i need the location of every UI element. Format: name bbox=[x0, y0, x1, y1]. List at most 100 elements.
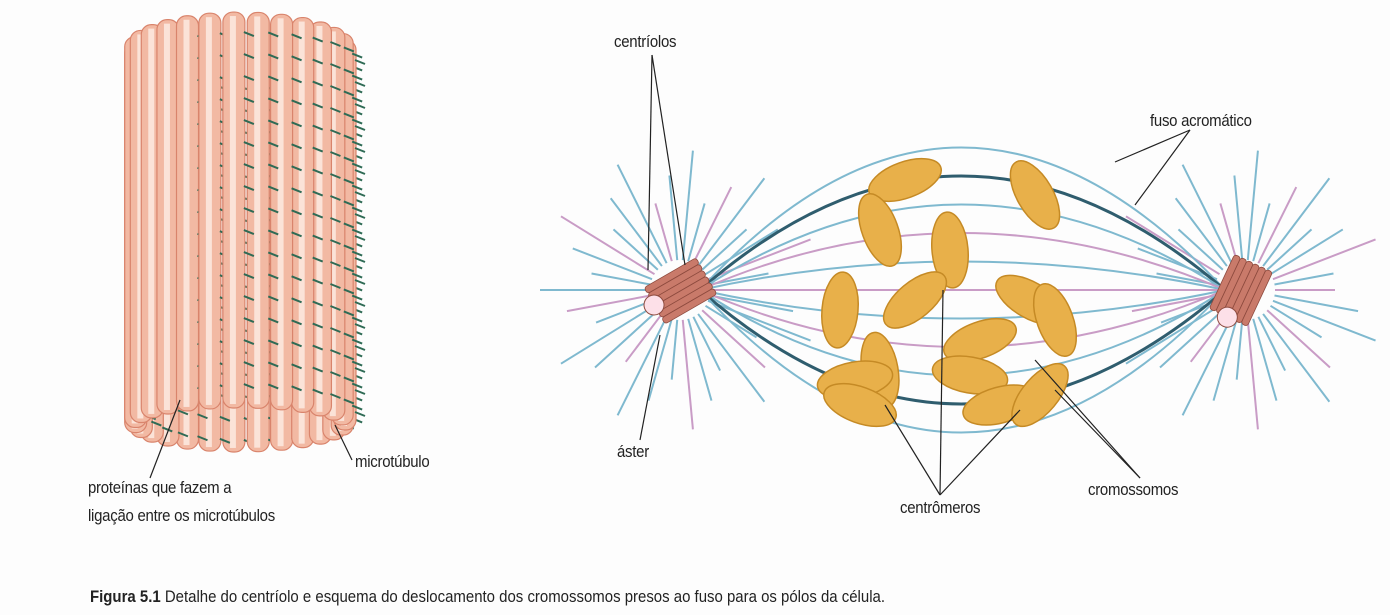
protein-link bbox=[267, 141, 279, 148]
leader-chromosome-2 bbox=[1054, 389, 1141, 479]
label-leader-lines bbox=[149, 54, 1191, 496]
protein-link bbox=[243, 295, 255, 301]
aster-ray bbox=[681, 150, 694, 261]
protein-link bbox=[243, 141, 255, 147]
protein-link bbox=[351, 162, 363, 169]
figure-number: Figura 5.1 bbox=[90, 587, 161, 606]
aster-ray bbox=[1177, 228, 1224, 271]
aster-ray bbox=[668, 175, 679, 261]
label-spindle: fuso acromático bbox=[1150, 111, 1252, 130]
protein-link bbox=[343, 178, 355, 185]
aster-ray bbox=[692, 316, 722, 372]
microtubule-highlight bbox=[148, 28, 155, 414]
leader-spindle-2 bbox=[1134, 129, 1191, 206]
aster-ray bbox=[1235, 319, 1244, 380]
label-proteins-line2: ligação entre os microtúbulos bbox=[88, 506, 275, 525]
protein-link bbox=[330, 151, 341, 157]
label-microtubule: microtúbulo bbox=[355, 452, 430, 471]
aster-ray bbox=[1125, 304, 1221, 365]
protein-link bbox=[219, 437, 231, 444]
aster-ray bbox=[609, 197, 663, 267]
protein-link bbox=[354, 279, 366, 285]
aster-ray bbox=[616, 316, 668, 416]
protein-link bbox=[177, 409, 189, 416]
protein-link bbox=[330, 195, 341, 201]
protein-link bbox=[343, 288, 355, 295]
centriole-small bbox=[643, 258, 717, 324]
protein-link bbox=[291, 341, 302, 348]
protein-link bbox=[219, 415, 231, 422]
microtubule-highlight bbox=[205, 17, 212, 405]
leader-chromosome-1 bbox=[1034, 359, 1141, 479]
protein-link bbox=[351, 140, 363, 147]
chromosome bbox=[1032, 283, 1078, 357]
protein-link bbox=[354, 411, 366, 417]
chromosome bbox=[857, 193, 903, 267]
label-aster: áster bbox=[617, 442, 649, 461]
protein-link bbox=[312, 366, 324, 373]
chromosome bbox=[821, 271, 859, 349]
protein-link bbox=[351, 74, 363, 81]
aster-ray bbox=[707, 299, 811, 342]
protein-link bbox=[267, 317, 279, 324]
aster-ray bbox=[1262, 313, 1331, 403]
protein-link bbox=[291, 363, 302, 370]
aster-ray bbox=[681, 319, 694, 430]
aster-ray bbox=[1174, 197, 1228, 267]
spindle-fiber bbox=[699, 288, 1226, 406]
protein-link bbox=[243, 339, 255, 345]
aster-ray bbox=[670, 319, 679, 380]
protein-link bbox=[291, 55, 302, 62]
protein-link bbox=[267, 383, 279, 390]
chromosome bbox=[1009, 160, 1061, 230]
protein-link bbox=[330, 371, 341, 377]
protein-link bbox=[243, 251, 255, 257]
protein-link bbox=[343, 266, 355, 273]
aster-ray bbox=[612, 228, 659, 271]
centriole-end bbox=[643, 294, 665, 316]
protein-link bbox=[351, 338, 363, 345]
aster-ray bbox=[1257, 186, 1298, 264]
protein-link bbox=[267, 251, 279, 258]
protein-link bbox=[343, 200, 355, 207]
protein-link bbox=[267, 31, 279, 38]
protein-link bbox=[291, 253, 302, 260]
protein-link bbox=[330, 305, 341, 311]
protein-link bbox=[330, 107, 341, 113]
protein-link bbox=[351, 294, 363, 301]
aster-ray bbox=[1233, 175, 1244, 261]
protein-link bbox=[330, 261, 341, 267]
protein-link bbox=[343, 398, 355, 405]
centriole-tube bbox=[662, 288, 717, 324]
protein-link bbox=[291, 319, 302, 326]
protein-link bbox=[312, 344, 324, 351]
leader-centrioles-2 bbox=[651, 54, 686, 266]
aster-ray bbox=[704, 228, 779, 276]
centriole-end bbox=[1216, 306, 1238, 328]
label-chromosomes: cromossomos bbox=[1088, 480, 1179, 499]
protein-link bbox=[243, 53, 255, 59]
protein-link bbox=[354, 389, 366, 395]
spindle-fiber bbox=[699, 146, 1226, 291]
protein-link bbox=[312, 256, 324, 263]
aster-ray bbox=[697, 313, 766, 403]
aster-ray bbox=[1181, 316, 1233, 416]
leader-centromere-3 bbox=[939, 409, 1021, 496]
leader-centromere-2 bbox=[939, 289, 944, 496]
protein-link bbox=[291, 275, 302, 282]
aster-ray bbox=[1266, 309, 1331, 369]
label-centrioles: centríolos bbox=[614, 32, 677, 51]
protein-link bbox=[351, 360, 363, 367]
protein-link bbox=[354, 213, 366, 219]
aster-ray bbox=[1252, 203, 1271, 262]
protein-link bbox=[243, 119, 255, 125]
protein-link bbox=[312, 278, 324, 285]
protein-link bbox=[330, 283, 341, 289]
label-proteins-line1: proteínas que fazem a bbox=[88, 478, 232, 497]
aster-ray bbox=[1269, 228, 1344, 276]
caption-text: Detalhe do centríolo e esquema do desloc… bbox=[164, 587, 886, 606]
protein-link bbox=[312, 300, 324, 307]
aster-ray bbox=[1274, 294, 1359, 313]
protein-link bbox=[312, 322, 324, 329]
